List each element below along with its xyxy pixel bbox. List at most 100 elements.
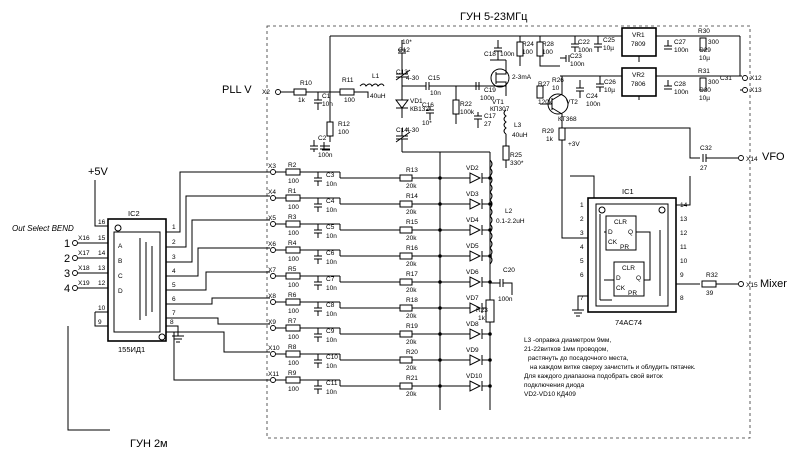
ic1-pin-2: 2 [580,216,584,223]
connector-label: X10 [268,345,280,352]
row-rr-value: 20k [406,261,417,268]
row-diode-label: VD5 [466,243,479,250]
ic1-ff2-d: D [616,275,621,282]
connector-terminal [270,377,276,383]
ic1-ff2-ck: CK [616,285,626,292]
c14-value: 4-30 [406,127,419,134]
r25-value: 330* [510,160,524,167]
ic2-pin-6: 6 [172,296,176,303]
c22-label: C22 [578,39,590,46]
l1-coil [359,83,385,87]
row-diode [469,302,483,314]
row-resistor-value: 100 [288,386,299,393]
row-capacitor-label: C7 [326,276,335,283]
row-resistor-value: 100 [288,308,299,315]
row-wire [275,249,490,257]
row-capacitor-value: 10n [326,337,337,344]
c13-value: 4-30 [406,75,419,82]
c26-label: C26 [604,79,616,86]
ic2-pin-3: 3 [172,254,176,261]
l3-value: 40uH [512,132,528,139]
c15-label: C15 [428,75,440,82]
r25-resistor [502,145,510,161]
l1-value: 40uH [370,93,386,100]
r30-resistor [699,37,707,51]
ic2-bottom-wires [94,311,179,336]
x15-terminal [738,281,744,287]
vr1-part: 7809 [631,41,646,48]
c28-value: 100n [674,89,689,96]
ic2-pin-10: 10 [98,305,106,312]
ic2-chip: IC2 155ИД1 A B C D [107,209,167,354]
ic1-pin-4: 4 [580,244,584,251]
row-wire [275,301,490,309]
bend-pin-x17: X17 [78,250,90,257]
page-title: ГУН 5-23МГц [460,11,528,23]
connector-label: X4 [268,189,276,196]
r32-label: R32 [706,272,718,279]
r12-wire [320,36,331,151]
row-resistor-value: 100 [288,360,299,367]
r31-value: 300 [708,79,719,86]
row-capacitor [314,307,322,316]
row-wire [275,379,490,387]
c13-label: C13 [396,69,408,76]
r26-label: R26 [552,77,564,84]
row-capacitor-label: C6 [326,250,335,257]
ic1-pin-3: 3 [580,230,584,237]
row-rr-resistor [399,382,413,390]
row-resistor-label: R6 [288,292,297,299]
row-rr-value: 20k [406,287,417,294]
ic2-pin-8: 8 [170,319,174,326]
bend-inputs: 1 2 3 4 X16 X17 X18 X19 15 14 13 12 [64,235,108,295]
ic1-body [587,197,677,313]
ic1-chip: IC1 74AC74 CLR D CK PR Q CLR D CK PR Q [587,187,677,327]
c13-trimmer [395,62,411,90]
row-resistor [285,298,301,306]
row-diode-label: VD2 [466,165,479,172]
ic1-ground-icon [572,309,584,317]
row-capacitor [314,255,322,264]
c24-cap [576,80,584,98]
c29-label: C29 [699,47,711,54]
ic1-external-wires [561,150,700,310]
connector-terminal [270,195,276,201]
ic1-ff2 [613,261,645,297]
bend-num-1: 1 [64,238,70,250]
c1-label: C1 [322,93,331,100]
c22-value: 100n [578,47,593,54]
r23-resistor [485,299,495,323]
row-wire [275,353,490,361]
row-rr-label: R19 [406,323,418,330]
vt1-transistor [490,68,510,88]
row-capacitor [314,177,322,186]
row-diode-label: VD9 [466,347,479,354]
r23-value: 1k [478,315,486,322]
row-diode [469,276,483,288]
c2-cap [310,140,318,152]
c19-value: 100n [480,95,495,102]
row-diode [469,328,483,340]
ic2-input-d: D [118,288,123,295]
r29-label: R29 [542,128,554,135]
pll-v-label: PLL V [222,84,252,96]
row-resistor [285,246,301,254]
row-resistor [285,220,301,228]
note-line-5: Для каждого диапазона подобрать свой вит… [524,372,663,380]
ic1-pin-12: 12 [680,230,688,237]
connector-terminal [270,221,276,227]
row-rr-value: 20k [406,209,417,216]
plus5v-label: +5V [88,166,109,178]
row-capacitor [314,333,322,342]
c14-label: C14 [396,127,408,134]
vd1-label: VD1 [410,98,423,105]
r29-value: 1k [546,136,554,143]
c31-label: C31 [720,75,732,82]
c27-label: C27 [674,39,686,46]
r29-resistor [558,127,566,141]
row-rr-label: R20 [406,349,418,356]
ic2-input-b: B [118,258,122,265]
